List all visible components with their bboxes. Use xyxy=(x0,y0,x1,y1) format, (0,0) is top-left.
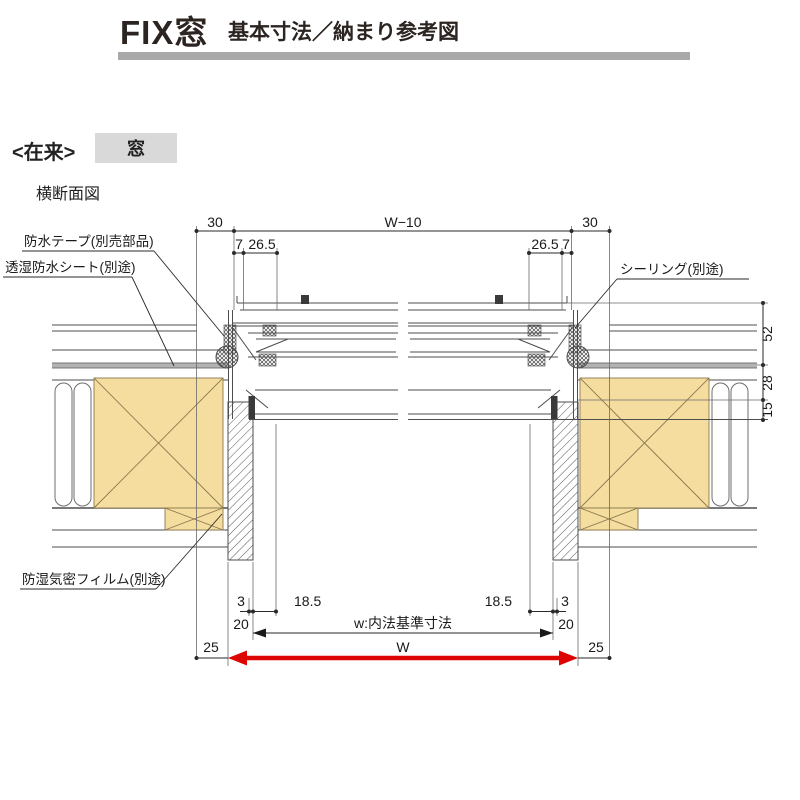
dimension-lines xyxy=(196,230,764,659)
dim-bottom-left-3: 3 xyxy=(237,593,245,609)
dimension-dots xyxy=(194,229,765,660)
dim-total-width-label: W xyxy=(396,639,410,655)
glass-unit xyxy=(248,332,558,358)
glazing-gaskets xyxy=(258,324,546,367)
callout-moisture-permeable-sheet: 透湿防水シート(別途) xyxy=(5,259,136,275)
construction-type-label: <在来> xyxy=(12,142,76,164)
insulation-batt-right xyxy=(711,382,749,507)
interior-casing-right xyxy=(551,396,579,561)
dim-top-left-26-5: 26.5 xyxy=(248,236,275,252)
dim-bottom-left-25: 25 xyxy=(203,639,219,655)
anchor-screw-left xyxy=(215,345,239,369)
dim-bottom-right-25: 25 xyxy=(588,639,604,655)
insulation-batt-left xyxy=(54,382,92,507)
dim-top-w-minus-10: W−10 xyxy=(385,214,422,230)
dim-top-left-7: 7 xyxy=(235,236,243,252)
page-subtitle: 基本寸法／納まり参考図 xyxy=(228,21,459,44)
wood-furring-right xyxy=(579,507,639,531)
dim-bottom-left-18-5: 18.5 xyxy=(294,593,321,609)
wood-stud-left xyxy=(93,377,224,509)
category-badge: 窓 xyxy=(95,133,177,163)
callout-leaders xyxy=(3,250,749,590)
wood-furring-left xyxy=(164,507,224,531)
total-width-red-arrow xyxy=(228,650,578,666)
dim-bottom-right-3: 3 xyxy=(561,593,569,609)
interior-casing-left xyxy=(227,396,255,561)
page-title: FIX窓 xyxy=(120,14,209,51)
dim-right-52: 52 xyxy=(759,326,775,342)
head-clips xyxy=(301,295,503,304)
inner-width-arrows xyxy=(253,628,553,638)
dim-top-left-30: 30 xyxy=(207,214,223,230)
dim-top-right-26-5: 26.5 xyxy=(531,236,558,252)
callout-vapor-barrier-film: 防湿気密フィルム(別途) xyxy=(22,571,165,587)
extension-lines xyxy=(196,226,768,666)
anchor-screw-right xyxy=(566,345,590,369)
dim-bottom-right-18-5: 18.5 xyxy=(485,593,512,609)
wood-stud-right xyxy=(579,377,710,509)
dim-top-right-7: 7 xyxy=(562,236,570,252)
dim-bottom-left-20: 20 xyxy=(233,616,249,632)
dim-right-28: 28 xyxy=(759,375,775,391)
dim-inner-width-label: w:内法基準寸法 xyxy=(353,615,452,631)
callout-sealing: シーリング(別途) xyxy=(620,261,724,277)
dim-bottom-right-20: 20 xyxy=(558,616,574,632)
title-rule xyxy=(118,52,690,60)
dim-right-15: 15 xyxy=(759,402,775,418)
dim-top-right-30: 30 xyxy=(582,214,598,230)
view-type-label: 横断面図 xyxy=(36,186,101,203)
callout-waterproof-tape: 防水テープ(別売部品) xyxy=(24,234,154,249)
